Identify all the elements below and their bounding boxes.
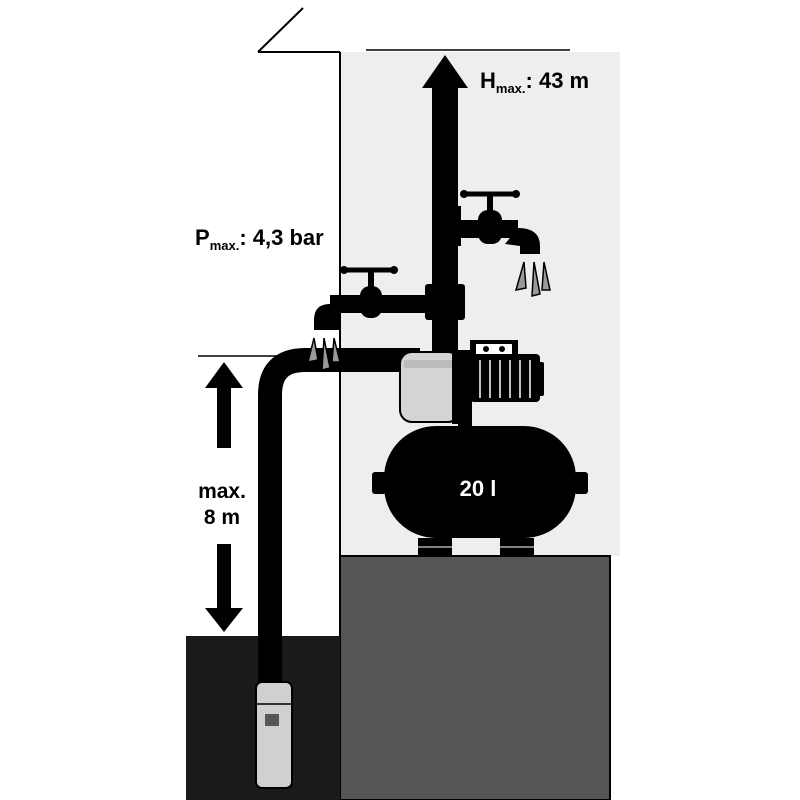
floor-block [339, 555, 611, 800]
upper-faucet [458, 190, 540, 254]
foot-valve [255, 681, 293, 789]
max-head-label: Hmax.: 43 m [480, 68, 589, 96]
suction-down-arrow [205, 544, 243, 632]
suction-pipe [258, 348, 420, 690]
lower-faucet [314, 266, 434, 330]
suction-up-arrow [205, 362, 243, 448]
max-pressure-label: Pmax.: 4,3 bar [195, 225, 324, 253]
tank-volume-label: 20 l [460, 476, 497, 501]
suction-height-label-line1: max. [198, 480, 246, 503]
pump-unit [399, 340, 544, 426]
pressure-tank: 20 l [372, 426, 588, 556]
suction-height-label-line2: 8 m [204, 506, 240, 529]
water-stream-lower [306, 337, 341, 371]
water-stream-upper [514, 261, 551, 297]
